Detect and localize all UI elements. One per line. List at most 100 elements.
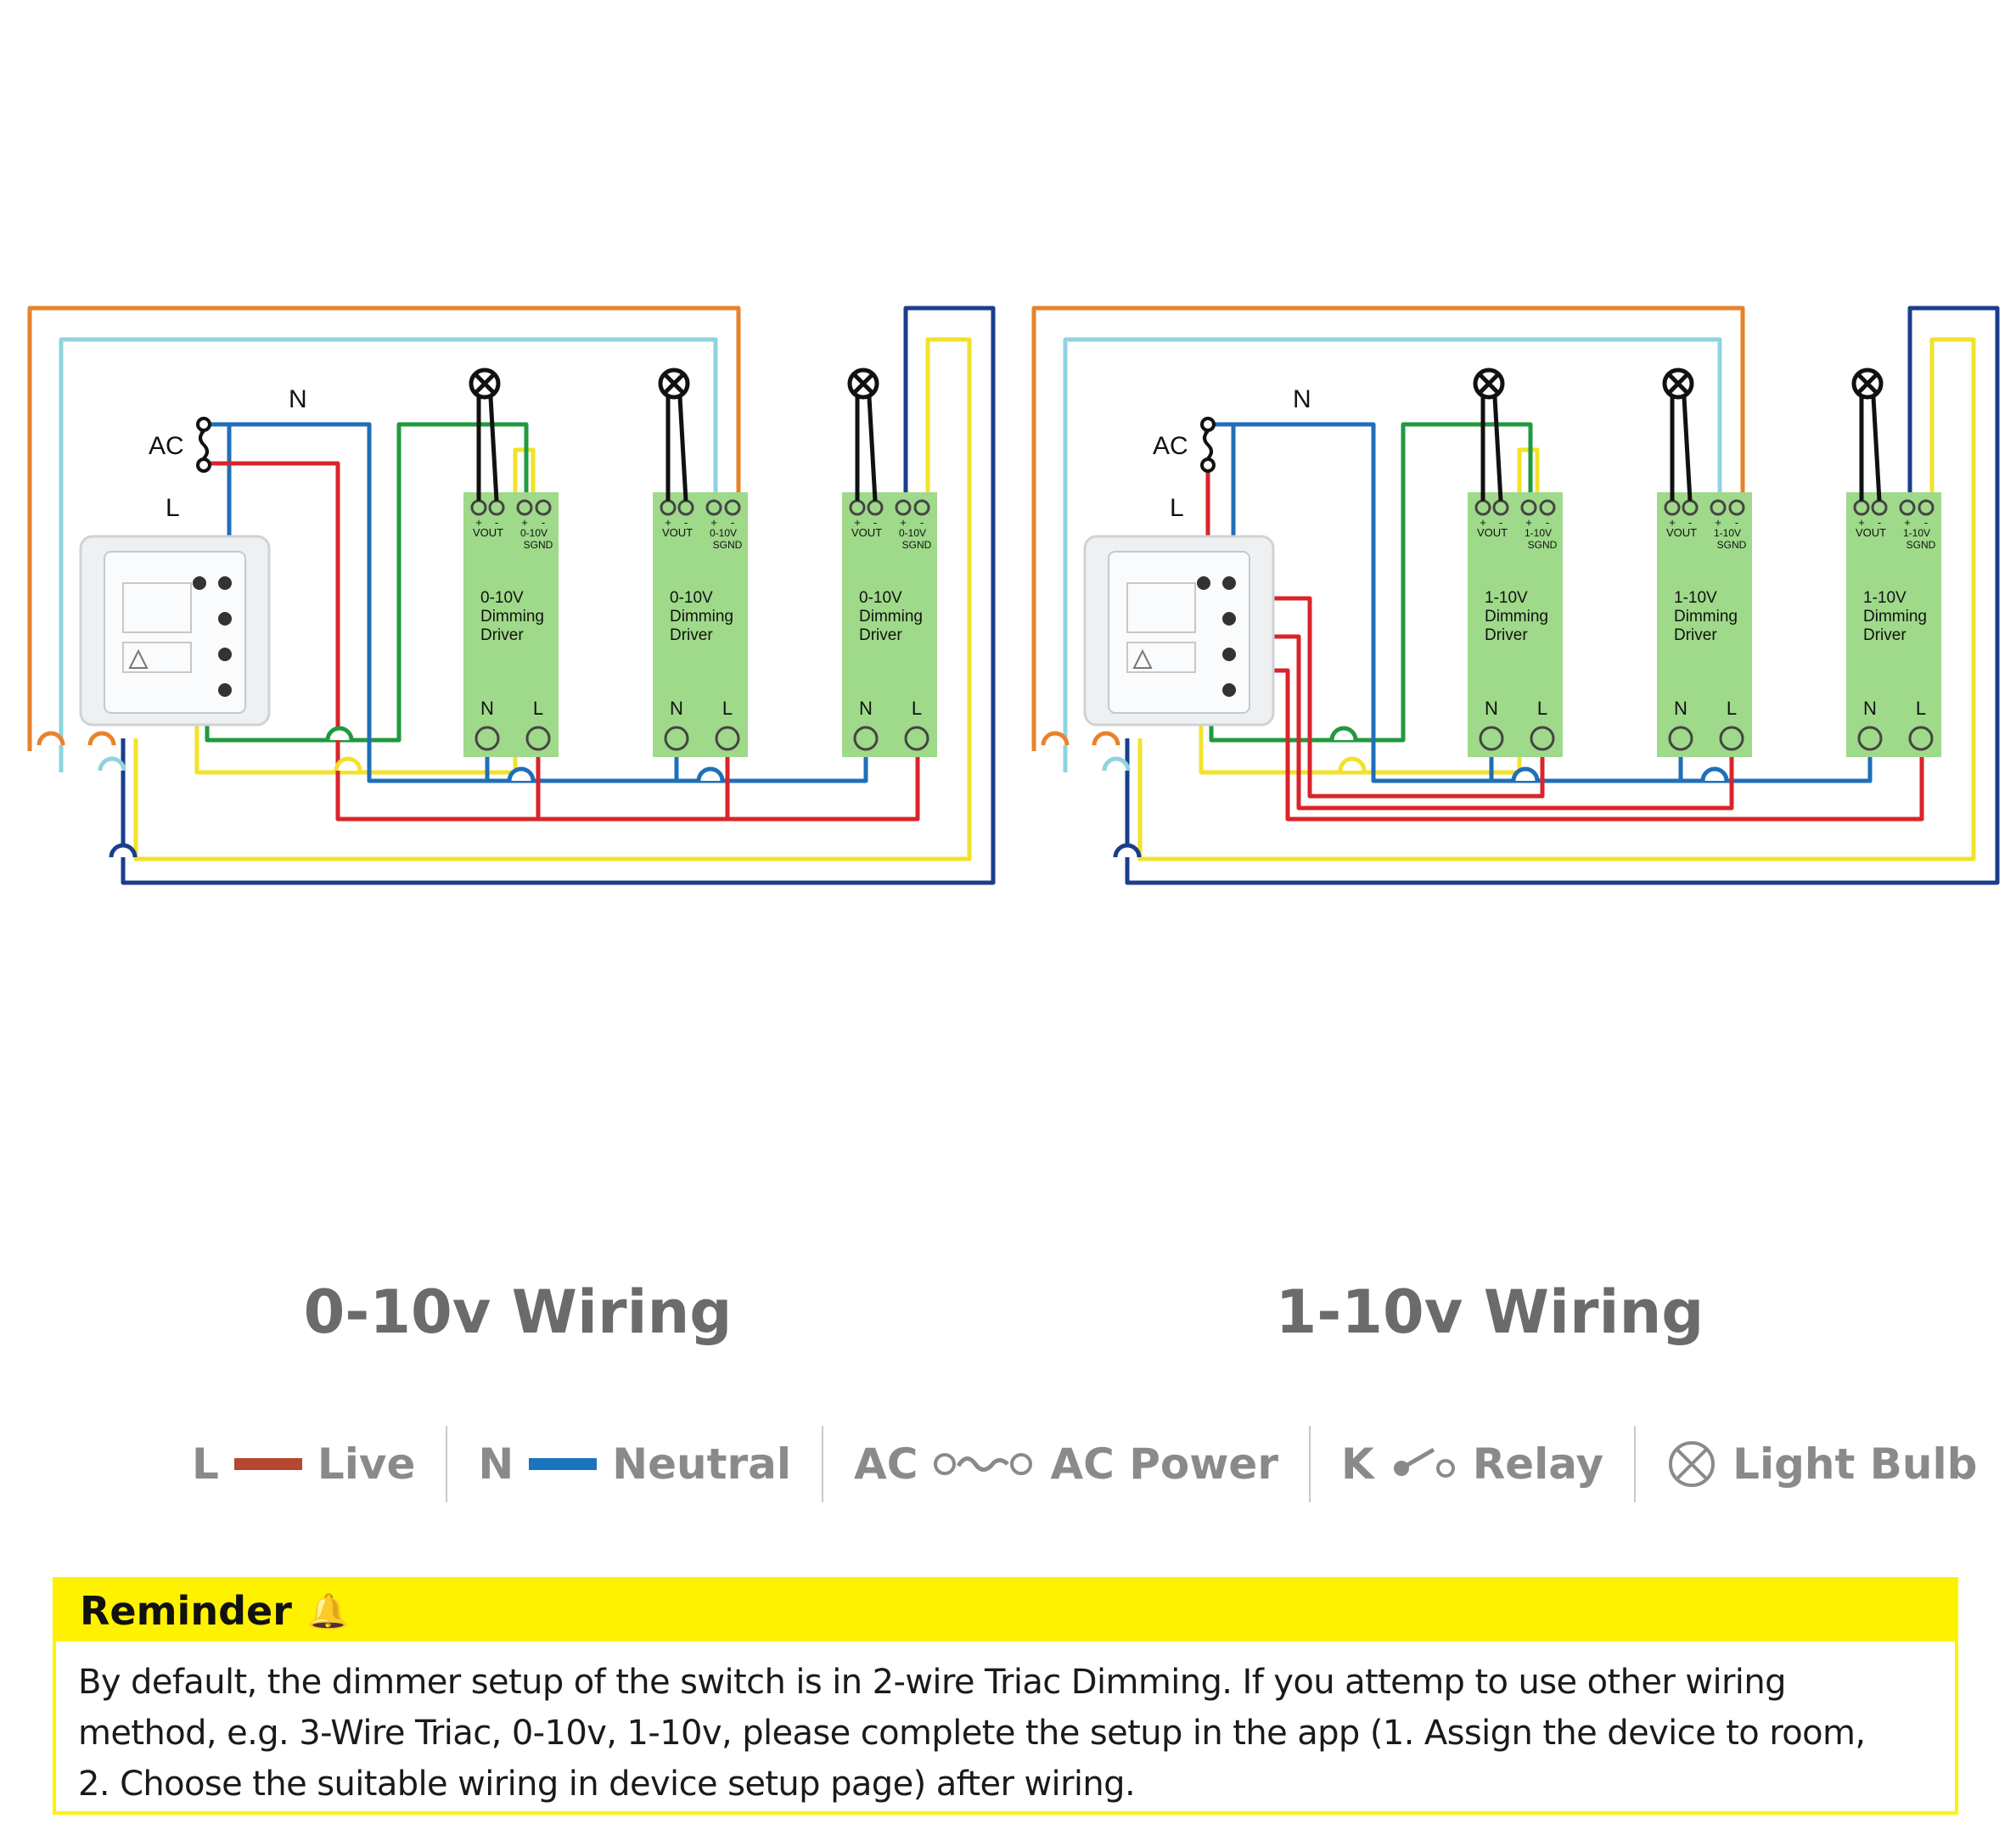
terminal-control-label: 1-10V: [1714, 527, 1741, 539]
live-wire: [201, 461, 920, 822]
terminal-sgnd-label: SGND: [1717, 539, 1747, 551]
legend-light-bulb-label: Light Bulb: [1732, 1439, 1978, 1489]
light-blue-wire: [1063, 337, 1722, 772]
terminal-minus-label: -: [1499, 516, 1502, 529]
terminal-sgnd-label: SGND: [1528, 539, 1558, 551]
switch-terminal: [1222, 648, 1236, 661]
driver-control-terminal: [724, 499, 741, 516]
terminal-vout-label: VOUT: [1666, 526, 1697, 539]
terminal-control-label: 1-10V: [1525, 527, 1552, 539]
driver-control-terminal: [516, 499, 533, 516]
ac-power-icon: [1203, 429, 1213, 460]
driver-l-terminal: [904, 726, 929, 751]
driver-name: Driver: [1674, 626, 1717, 644]
navy-wire: [1125, 306, 2000, 885]
bulb-cross: [1478, 373, 1500, 395]
driver-name: 0-10V: [480, 589, 524, 607]
terminal-minus-label: -: [920, 516, 924, 529]
driver-control-terminal: [705, 499, 722, 516]
legend-light-bulb: Light Bulb: [1636, 1426, 2008, 1502]
driver-name: Dimming: [480, 608, 544, 626]
driver-l-terminal: [1719, 726, 1744, 751]
driver-control-terminal: [1710, 499, 1727, 516]
legend-live: L Live: [161, 1426, 448, 1502]
terminal-minus-label: -: [1878, 516, 1881, 529]
driver-body: [842, 492, 937, 757]
terminal-minus-label: -: [542, 516, 545, 529]
green-wire: [205, 422, 529, 743]
driver-control-terminal: [1728, 499, 1745, 516]
terminal-sgnd-label: SGND: [524, 539, 553, 551]
terminal-minus-label: -: [1735, 516, 1738, 529]
driver-n-label: N: [1674, 698, 1687, 719]
warning-icon: [128, 648, 149, 669]
ac-terminal: [196, 457, 211, 473]
driver-control-terminal: [1899, 499, 1916, 516]
title-1-10v-wiring: 1-10v Wiring: [1275, 1277, 1704, 1347]
green-wire: [1209, 422, 1533, 743]
wire-crossover: [1511, 766, 1540, 782]
terminal-control-label: 0-10V: [899, 527, 926, 539]
driver-name: Driver: [1863, 626, 1906, 644]
legend-relay-symbol: K: [1341, 1439, 1374, 1489]
legend-live-label: Live: [317, 1439, 416, 1489]
switch-terminal: [218, 648, 232, 661]
driver-l-terminal: [525, 726, 551, 751]
driver-n-terminal: [1479, 726, 1504, 751]
driver-body: [1846, 492, 1941, 757]
driver-name: Driver: [859, 626, 902, 644]
driver-name: Driver: [1485, 626, 1528, 644]
wire-crossover: [109, 843, 138, 858]
wire-crossover: [1338, 756, 1367, 772]
driver-body: [1468, 492, 1563, 757]
terminal-minus-label: -: [1924, 516, 1928, 529]
wire-crossover: [87, 731, 116, 746]
ac-terminal: [1200, 417, 1216, 432]
terminal-minus-label: -: [1688, 516, 1692, 529]
driver-name: Dimming: [859, 608, 923, 626]
dimmer-switch: [79, 535, 271, 727]
reminder-box: Reminder 🔔 By default, the dimmer setup …: [53, 1577, 1958, 1815]
light-bulb-icon: [1669, 1441, 1716, 1487]
legend-ac-power: AC AC Power: [823, 1426, 1311, 1502]
terminal-sgnd-label: SGND: [902, 539, 932, 551]
driver-name: 1-10V: [1485, 589, 1528, 607]
driver-l-label: L: [533, 698, 543, 719]
live-wire: [1216, 596, 1545, 799]
title-0-10v-wiring: 0-10v Wiring: [303, 1277, 733, 1347]
switch-label-plate: [122, 582, 192, 633]
driver-body: [653, 492, 748, 757]
switch-terminal: [218, 683, 232, 697]
driver-control-terminal: [895, 499, 912, 516]
switch-terminal: [218, 612, 232, 626]
driver-body: [463, 492, 559, 757]
n-label: N: [289, 385, 307, 413]
driver-l-terminal: [1530, 726, 1555, 751]
bulb-wire: [677, 396, 688, 502]
l-label: L: [166, 494, 180, 522]
ac-terminal: [196, 417, 211, 432]
legend-relay: K Relay: [1311, 1426, 1637, 1502]
driver-n-terminal: [1668, 726, 1693, 751]
terminal-plus-label: +: [1525, 516, 1532, 529]
terminal-control-label: 0-10V: [520, 527, 548, 539]
light-blue-wire: [59, 337, 718, 772]
switch-caution-plate: [122, 642, 192, 673]
wire-crossover: [325, 726, 354, 741]
driver-name: Driver: [670, 626, 713, 644]
switch-terminal: [1222, 576, 1236, 590]
terminal-plus-label: +: [854, 516, 861, 529]
legend: L Live N Neutral AC AC Power K Relay Lig…: [161, 1426, 2008, 1502]
driver-n-label: N: [480, 698, 494, 719]
n-label: N: [1293, 385, 1311, 413]
switch-terminal: [1222, 612, 1236, 626]
reminder-line: method, e.g. 3-Wire Triac, 0-10v, 1-10v,…: [78, 1714, 1866, 1753]
wire-crossover: [1092, 731, 1120, 746]
wire-crossover: [1041, 731, 1070, 746]
yellow-wire: [133, 337, 972, 861]
driver-name: 1-10V: [1674, 589, 1717, 607]
terminal-control-label: 1-10V: [1903, 527, 1930, 539]
bulb-wire: [1871, 396, 1882, 502]
